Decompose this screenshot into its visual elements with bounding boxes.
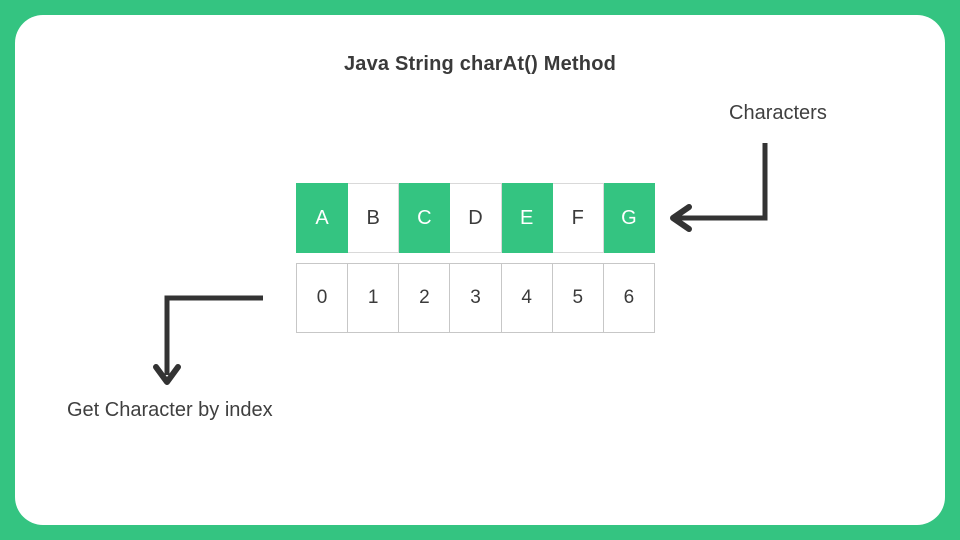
index-cell: 0 bbox=[296, 263, 349, 333]
index-cell: 4 bbox=[501, 263, 553, 333]
char-cell: A bbox=[296, 183, 349, 253]
char-cell: C bbox=[399, 183, 451, 253]
index-cell: 3 bbox=[450, 263, 502, 333]
char-cell: D bbox=[450, 183, 502, 253]
char-cell: E bbox=[501, 183, 553, 253]
index-cell: 6 bbox=[603, 263, 655, 333]
char-cell: G bbox=[603, 183, 655, 253]
characters-label: Characters bbox=[729, 102, 827, 124]
char-cell: B bbox=[348, 183, 400, 253]
index-cell: 1 bbox=[348, 263, 400, 333]
characters-arrow-icon bbox=[670, 143, 768, 232]
page-title: Java String charAt() Method bbox=[343, 53, 617, 75]
index-cell: 5 bbox=[552, 263, 604, 333]
get-character-label: Get Character by index bbox=[67, 399, 273, 421]
index-arrow-icon bbox=[153, 295, 263, 385]
char-cell: F bbox=[552, 183, 604, 253]
index-cell: 2 bbox=[399, 263, 451, 333]
